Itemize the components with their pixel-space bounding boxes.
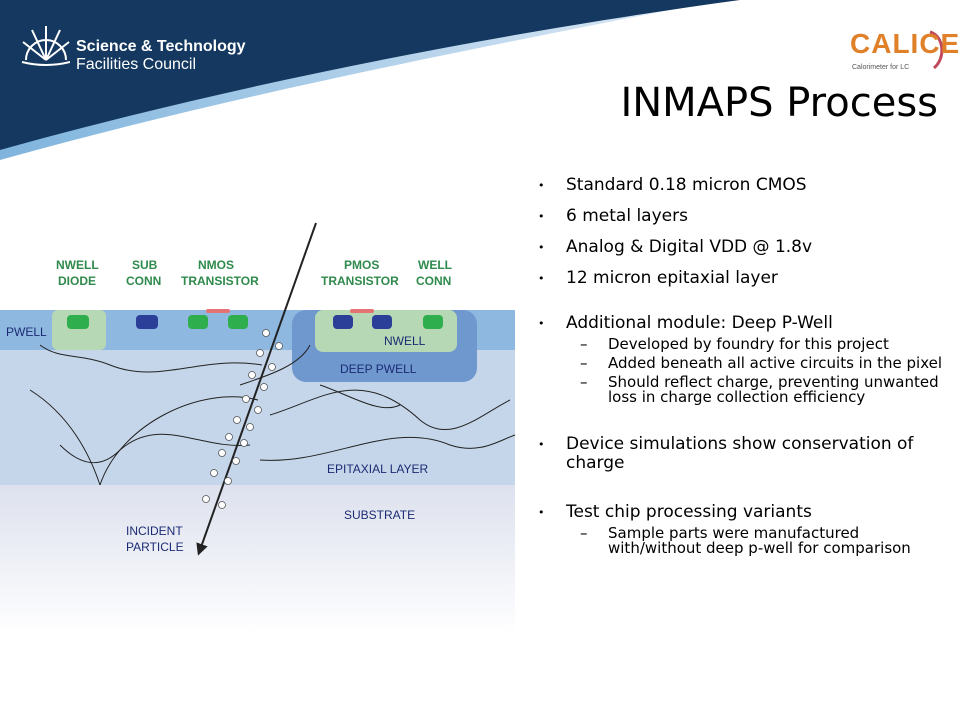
page-title: INMAPS Process <box>620 80 938 126</box>
calice-logo: CALICE Calorimeter for LC <box>850 28 959 78</box>
label-pmos-2: TRANSISTOR <box>321 274 399 288</box>
label-sub-conn-2: CONN <box>126 274 161 288</box>
inmaps-cross-section-diagram: NWELL DIODE SUB CONN NMOS TRANSISTOR PMO… <box>0 222 516 635</box>
stfc-logo <box>18 20 238 70</box>
bullet-item: 6 metal layers <box>538 207 948 227</box>
sub-bullet-item: Added beneath all active circuits in the… <box>538 356 948 372</box>
nmos-gate <box>206 309 230 313</box>
pmos-source <box>333 315 353 329</box>
stfc-sunburst-icon <box>21 26 71 66</box>
bullet-item: Device simulations show conservation of … <box>538 435 948 473</box>
charge-pair-markers <box>202 329 283 509</box>
label-pwell: PWELL <box>6 325 47 339</box>
label-nmos-1: NMOS <box>198 258 234 272</box>
label-nwell-diode-1: NWELL <box>56 258 99 272</box>
charge-paths <box>29 344 516 486</box>
label-well-conn-2: CONN <box>416 274 451 288</box>
stfc-wordmark: Science & Technology Facilities Council <box>76 38 246 74</box>
pmos-drain <box>372 315 392 329</box>
sub-contact <box>136 315 158 329</box>
stfc-line2: Facilities Council <box>76 56 197 73</box>
sub-bullet-item: Sample parts were manufactured with/with… <box>538 526 948 556</box>
label-nwell: NWELL <box>384 334 426 348</box>
label-sub-conn-1: SUB <box>132 258 158 272</box>
calice-swirl-icon <box>929 30 944 70</box>
sub-bullet-item: Should reflect charge, preventing unwant… <box>538 375 948 405</box>
bullet-item: Standard 0.18 micron CMOS <box>538 176 948 196</box>
label-epitaxial-layer: EPITAXIAL LAYER <box>327 462 428 476</box>
label-pmos-1: PMOS <box>344 258 379 272</box>
label-well-conn-1: WELL <box>418 258 452 272</box>
header-banner <box>0 0 740 160</box>
pmos-gate <box>350 309 374 313</box>
incident-particle-track <box>196 222 317 556</box>
bullet-item: Analog & Digital VDD @ 1.8v <box>538 238 948 258</box>
nwell-diode-region <box>52 310 106 350</box>
bullet-item: 12 micron epitaxial layer <box>538 269 948 289</box>
well-contact <box>423 315 443 329</box>
header-navy-panel <box>0 0 740 150</box>
sub-bullet-item: Developed by foundry for this project <box>538 337 948 353</box>
nmos-source <box>188 315 208 329</box>
label-substrate: SUBSTRATE <box>344 508 415 522</box>
label-deep-pwell: DEEP PWELL <box>340 362 417 376</box>
calice-tagline: Calorimeter for LC <box>852 64 910 71</box>
nmos-drain <box>228 315 248 329</box>
substrate-layer <box>0 485 515 635</box>
bullet-list: Standard 0.18 micron CMOS 6 metal layers… <box>538 176 948 556</box>
calice-wordmark: CALICE <box>850 28 960 59</box>
stfc-line1: Science & Technology <box>76 38 246 55</box>
label-nmos-2: TRANSISTOR <box>181 274 259 288</box>
label-incident-1: INCIDENT <box>126 524 183 538</box>
bullet-item: Test chip processing variants <box>538 503 948 523</box>
bullet-item: Additional module: Deep P-Well <box>538 314 948 334</box>
label-nwell-diode-2: DIODE <box>58 274 96 288</box>
label-incident-2: PARTICLE <box>126 540 184 554</box>
diode-contact <box>67 315 89 329</box>
